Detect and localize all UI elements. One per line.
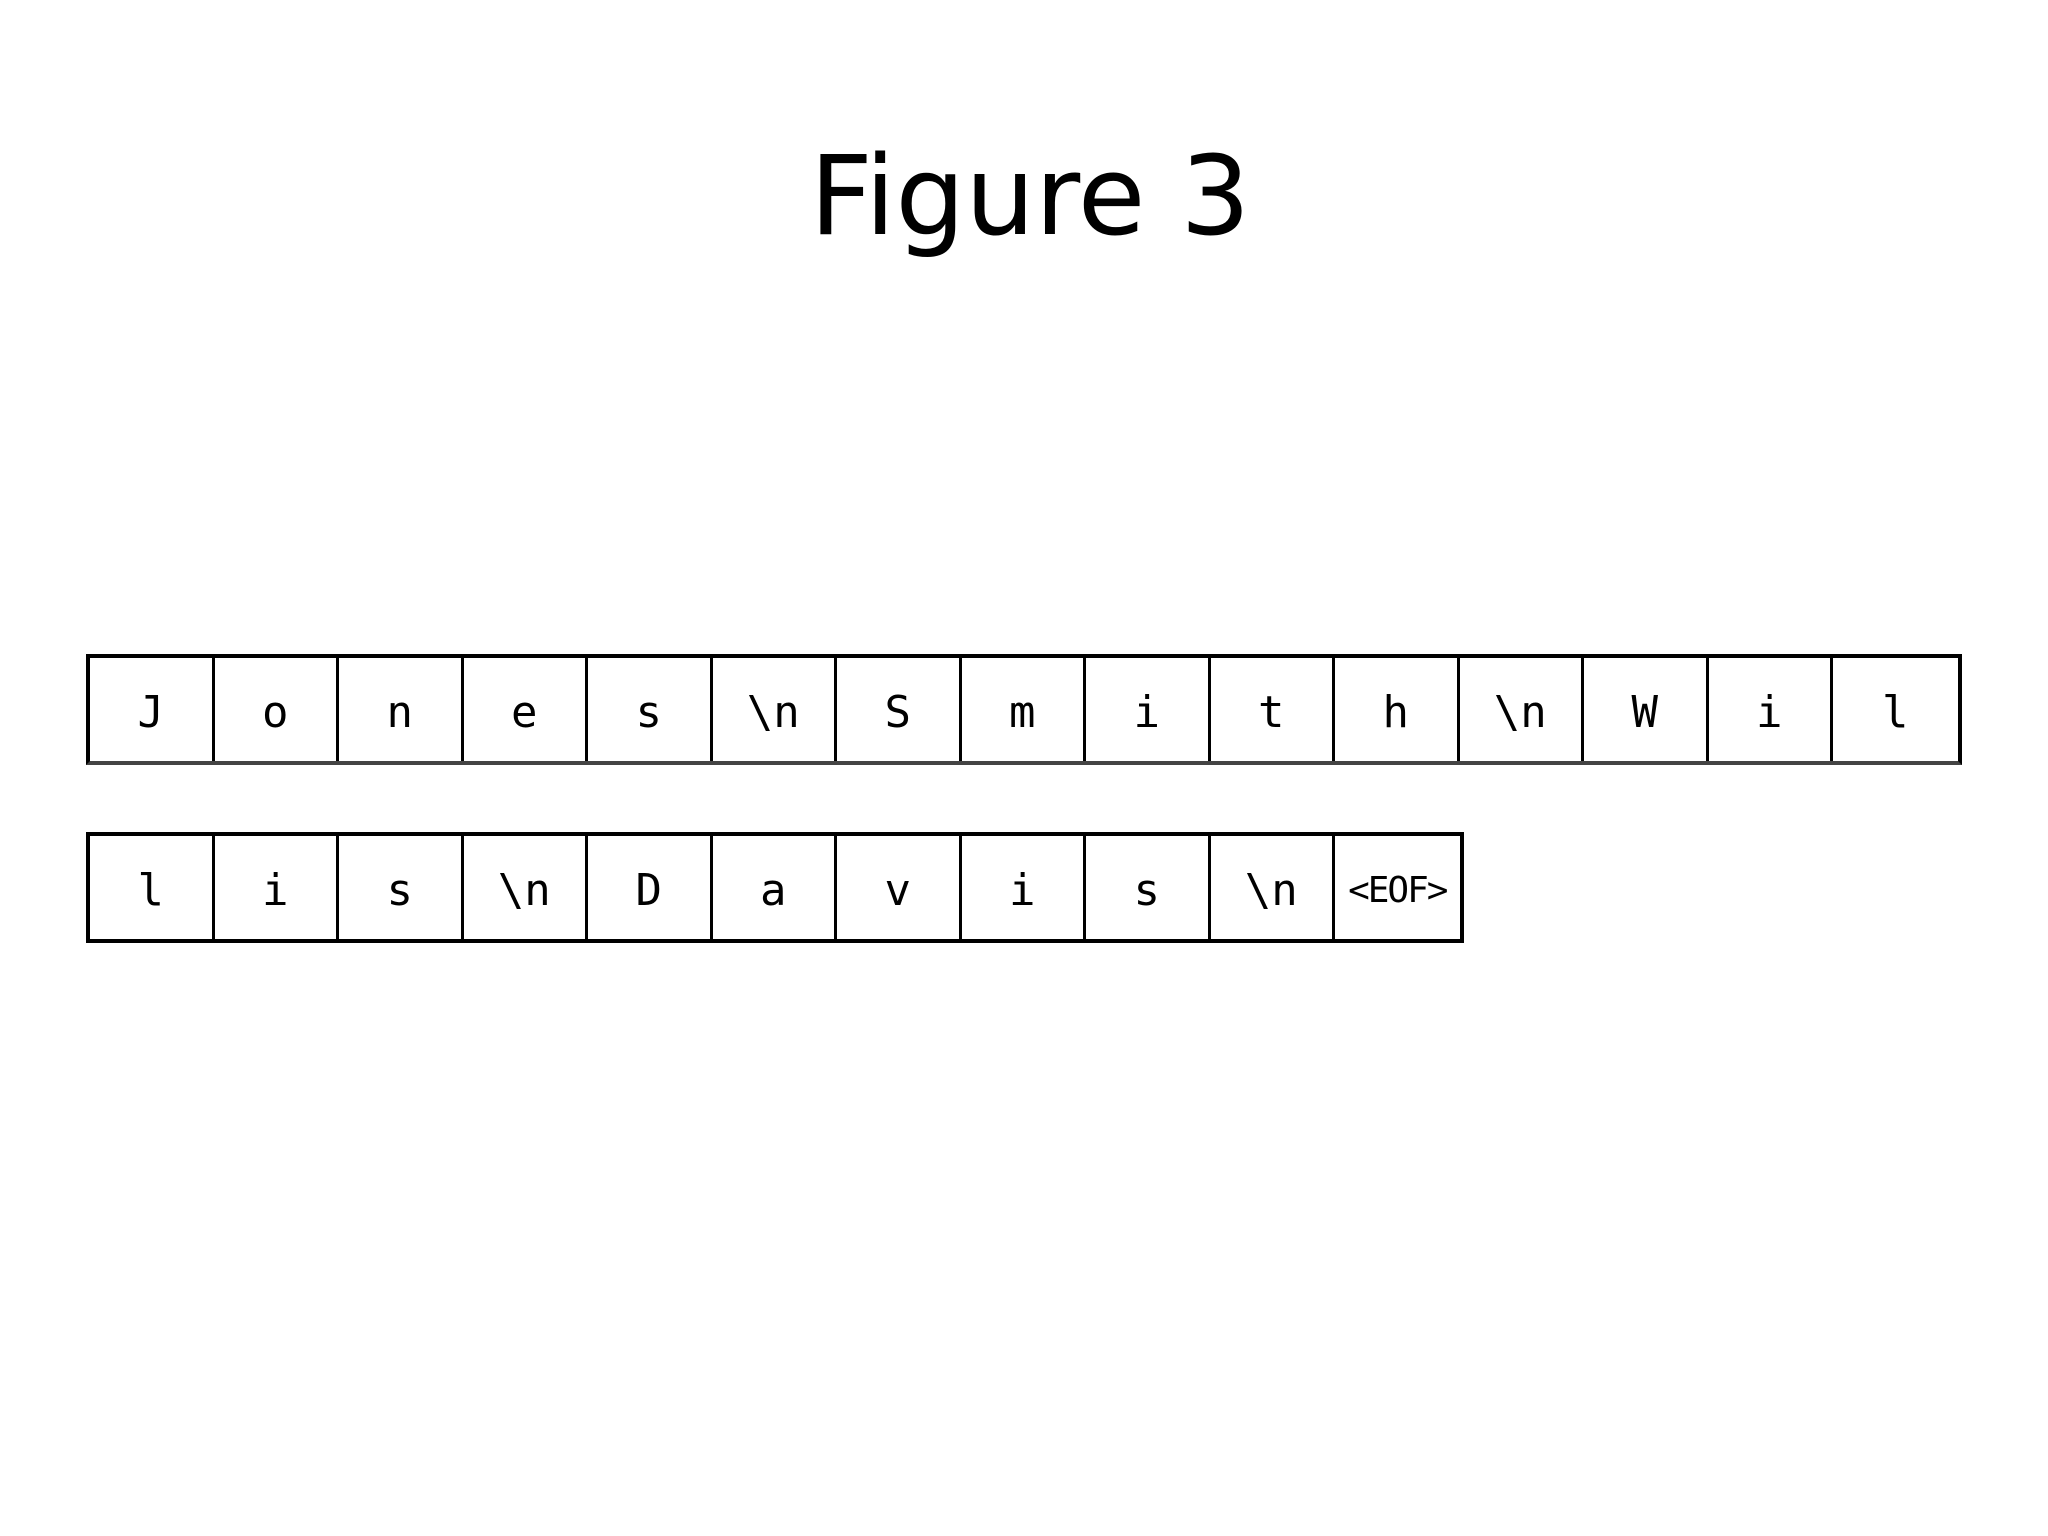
char-cell: s: [339, 836, 464, 939]
char-cell: s: [588, 658, 713, 761]
character-row-1: J o n e s \n S m i t h \n W i l: [86, 654, 1962, 765]
char-cell: l: [90, 836, 215, 939]
char-cell: S: [837, 658, 962, 761]
character-row-2: l i s \n D a v i s \n <EOF>: [86, 832, 1464, 943]
char-cell: J: [90, 658, 215, 761]
char-cell: s: [1086, 836, 1211, 939]
char-cell: W: [1584, 658, 1709, 761]
char-cell: i: [1086, 658, 1211, 761]
char-cell: D: [588, 836, 713, 939]
char-cell: m: [962, 658, 1086, 761]
char-cell: l: [1882, 687, 1909, 738]
char-cell: o: [215, 658, 339, 761]
char-cell: e: [464, 658, 588, 761]
eof-cell: <EOF>: [1348, 870, 1448, 911]
newline-cell: \n: [1211, 836, 1335, 939]
newline-cell: \n: [1460, 658, 1584, 761]
char-cell: i: [1709, 658, 1833, 761]
char-cell: a: [713, 836, 837, 939]
char-cell: h: [1335, 658, 1460, 761]
char-cell: n: [339, 658, 464, 761]
char-cell: i: [962, 836, 1086, 939]
char-cell: i: [215, 836, 339, 939]
newline-cell: \n: [713, 658, 837, 761]
newline-cell: \n: [464, 836, 588, 939]
char-cell: t: [1211, 658, 1335, 761]
figure-title: Figure 3: [809, 132, 1251, 260]
char-cell: v: [837, 836, 962, 939]
